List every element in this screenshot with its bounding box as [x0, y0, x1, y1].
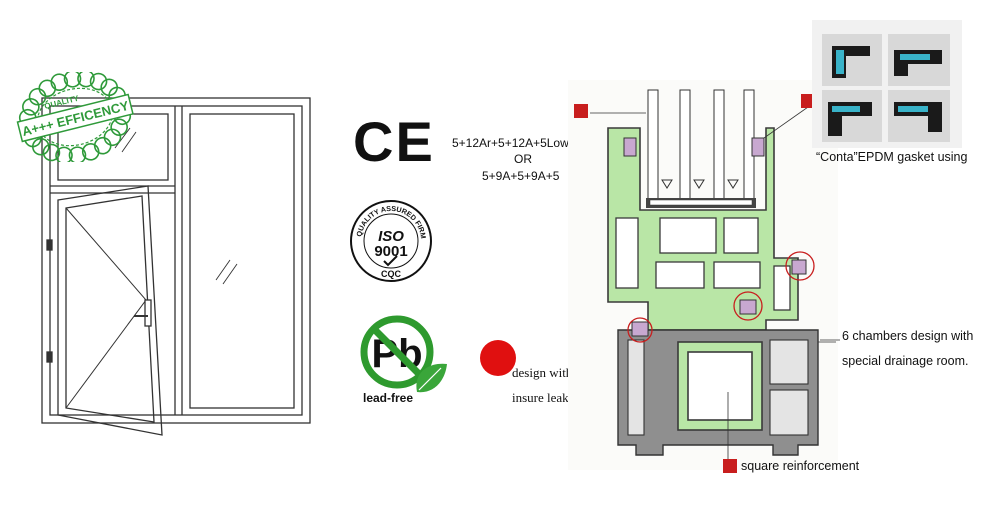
badge-scallop [50, 73, 69, 91]
chambers-line2: special drainage room. [842, 354, 969, 368]
badge-scallop [93, 136, 112, 155]
efficiency-badge: QUALITY A+++ EFFICENCY [16, 72, 134, 162]
profile-cross-section [568, 80, 838, 470]
iso-org: CQC [381, 269, 402, 279]
lead-free-label: lead-free [363, 391, 413, 405]
iso-9001-seal: QUALITY ASSURED FIRM ISO 9001 CQC [350, 200, 432, 282]
chambers-line1: 6 chambers design with [842, 329, 974, 343]
gasket-photos [812, 20, 962, 148]
glass-spec-line3: 5+9A+5+9A+5 [482, 169, 560, 183]
badge-scallop [103, 128, 122, 147]
iso-title: ISO [378, 228, 404, 245]
badge-scallop [68, 146, 87, 162]
glass-spec-line1: 5+12Ar+5+12A+5Low-E [452, 136, 581, 150]
ce-mark: CE [353, 110, 435, 173]
lead-free-icon: Pb lead-free [360, 315, 447, 405]
gasket-marker [801, 94, 815, 108]
reinforcement-label: square reinforcement [741, 459, 860, 473]
iso-number: 9001 [374, 243, 407, 260]
badge-scallop [38, 79, 57, 98]
badge-scallop [77, 72, 95, 88]
seal-highlight-dot [480, 340, 516, 376]
gasket-label: “Conta”EPDM gasket using [816, 150, 968, 164]
glass-marker [574, 104, 588, 118]
chambers-leader [820, 339, 840, 341]
glass-spec-or: OR [514, 152, 532, 166]
window-drawing [41, 97, 311, 436]
badge-scallop [100, 78, 119, 97]
badge-scallop [81, 143, 100, 161]
badge-scallop [89, 72, 108, 91]
badge-scallop [42, 143, 61, 162]
badge-scallop [28, 87, 47, 106]
reinforcement-marker [723, 459, 737, 473]
badge-scallop [55, 146, 73, 162]
badge-scallop [63, 72, 82, 88]
badge-scallop [31, 137, 50, 156]
